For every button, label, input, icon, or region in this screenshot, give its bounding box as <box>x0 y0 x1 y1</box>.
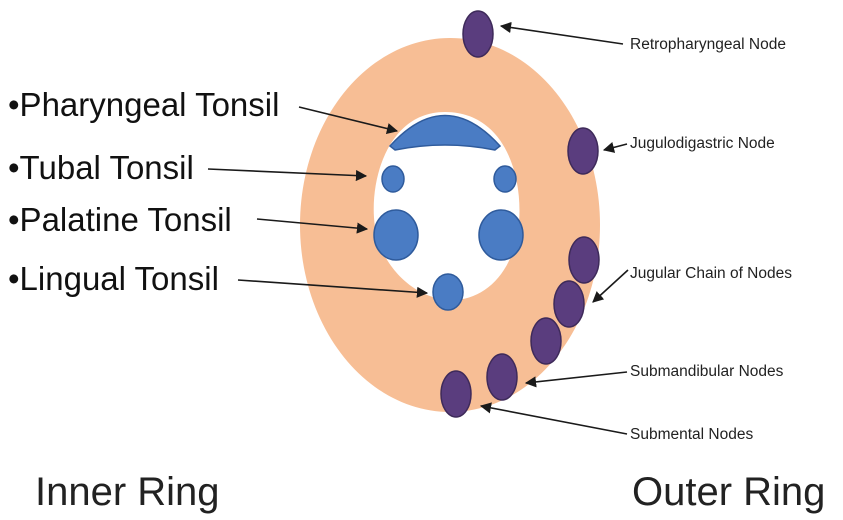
jugular-chain-label: Jugular Chain of Nodes <box>630 266 792 282</box>
jugulodigastric-node <box>568 128 598 174</box>
retropharyngeal-node <box>463 11 493 57</box>
jugular-chain-node-2 <box>554 281 584 327</box>
palatine-tonsil-right <box>479 210 523 260</box>
arrow-jugulodigastric-node <box>604 144 627 150</box>
lingual-tonsil <box>433 274 463 310</box>
tubal-tonsil-left <box>382 166 404 192</box>
submandibular-nodes-label: Submandibular Nodes <box>630 364 783 380</box>
arrow-submental-nodes <box>481 406 627 434</box>
jugulodigastric-node-label: Jugulodigastric Node <box>630 136 775 152</box>
inner-ring-caption: Inner Ring <box>35 472 220 512</box>
submental-nodes-label: Submental Nodes <box>630 427 753 443</box>
jugular-chain-node-3 <box>531 318 561 364</box>
arrow-submandibular-nodes <box>526 372 627 383</box>
jugular-chain-node-1 <box>569 237 599 283</box>
tubal-tonsil-right <box>494 166 516 192</box>
submental-node <box>441 371 471 417</box>
arrow-retropharyngeal-node <box>501 26 623 44</box>
submandibular-node <box>487 354 517 400</box>
lingual-tonsil-label: •Lingual Tonsil <box>8 262 219 295</box>
tubal-tonsil-label: •Tubal Tonsil <box>8 151 194 184</box>
palatine-tonsil-left <box>374 210 418 260</box>
outer-ring-caption: Outer Ring <box>632 472 825 512</box>
retropharyngeal-node-label: Retropharyngeal Node <box>630 37 786 53</box>
arrow-jugular-chain <box>593 270 628 302</box>
pharyngeal-tonsil-label: •Pharyngeal Tonsil <box>8 88 279 121</box>
palatine-tonsil-label: •Palatine Tonsil <box>8 203 232 236</box>
